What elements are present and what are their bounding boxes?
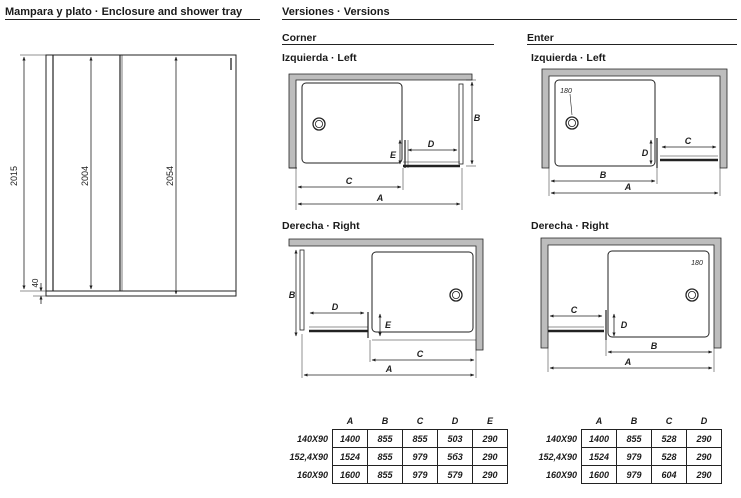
table-cell: 290	[686, 429, 722, 448]
label-d: D	[332, 302, 339, 312]
radius-label: 180	[560, 88, 572, 95]
table-cell: 579	[437, 465, 473, 484]
label-c: C	[417, 349, 424, 359]
label-d: D	[428, 139, 435, 149]
row-label: 140X90	[296, 433, 328, 444]
fixed-height-label: 2004	[80, 166, 90, 186]
label-e: E	[390, 150, 397, 160]
table-cell: 1600	[581, 465, 617, 484]
tray-height-label: 40	[31, 278, 40, 287]
enter-dimensions-table: A B C D 140X90 1400 855 528 290 152,4X90…	[525, 412, 722, 484]
right-section-title: Versiones · Versions	[282, 6, 390, 18]
left-title-rule	[5, 19, 260, 21]
table-cell: 855	[367, 465, 403, 484]
corner-right-label: Derecha · Right	[282, 220, 360, 232]
table-cell: 528	[651, 429, 687, 448]
corner-left-plan	[288, 73, 476, 210]
label-c: C	[685, 136, 692, 146]
table-cell: 1400	[581, 429, 617, 448]
table-cell: 1524	[581, 447, 617, 466]
table-cell: 1524	[332, 447, 368, 466]
corner-title: Corner	[282, 32, 317, 44]
column-header: A	[346, 415, 354, 426]
table-cell: 855	[367, 429, 403, 448]
label-a: A	[385, 364, 393, 374]
table-row: 140X90 1400 855 528 290	[525, 429, 722, 448]
corner-left-label: Izquierda · Left	[282, 52, 357, 64]
table-cell: 1400	[332, 429, 368, 448]
table-cell: 290	[686, 465, 722, 484]
label-c: C	[571, 305, 578, 315]
table-cell: 979	[402, 465, 438, 484]
enter-right-label: Derecha · Right	[531, 220, 609, 232]
column-header: C	[665, 415, 673, 426]
label-c: C	[346, 176, 353, 186]
label-a: A	[624, 357, 632, 367]
label-b: B	[474, 113, 481, 123]
table-cell: 290	[472, 465, 508, 484]
table-cell: 528	[651, 447, 687, 466]
enclosure-elevation	[20, 54, 237, 304]
column-header: D	[451, 415, 459, 426]
table-cell: 290	[472, 447, 508, 466]
table-cell: 979	[616, 465, 652, 484]
table-cell: 979	[616, 447, 652, 466]
table-cell: 503	[437, 429, 473, 448]
column-header: C	[416, 415, 424, 426]
label-b: B	[600, 170, 607, 180]
column-header: D	[700, 415, 708, 426]
label-a: A	[376, 193, 384, 203]
column-header: E	[486, 415, 493, 426]
table-cell: 855	[616, 429, 652, 448]
table-row: 140X90 1400 855 855 503 290	[276, 429, 508, 448]
table-cell: 604	[651, 465, 687, 484]
left-section-title: Mampara y plato · Enclosure and shower t…	[5, 6, 243, 18]
table-row: 152,4X90 1524 855 979 5б3 290	[276, 447, 508, 466]
label-b: B	[289, 290, 296, 300]
door-height-label: 2054	[165, 166, 175, 186]
column-header: B	[381, 415, 389, 426]
label-d: D	[621, 320, 628, 330]
radius-label: 180	[691, 260, 703, 267]
label-a: A	[624, 182, 632, 192]
column-header: A	[595, 415, 603, 426]
enter-title: Enter	[527, 32, 554, 44]
table-cell: 979	[402, 447, 438, 466]
row-label: 160X90	[296, 469, 328, 480]
table-cell: 855	[367, 447, 403, 466]
table-row: 160X90 1600 979 604 290	[525, 465, 722, 484]
label-d: D	[642, 148, 649, 158]
corner-dimensions-table: A B C D E 140X90 1400 855 855 503 290 15…	[276, 412, 508, 484]
table-cell: 855	[402, 429, 438, 448]
corner-right-plan	[288, 238, 484, 378]
table-cell: 5б3	[437, 447, 473, 466]
table-row: 152,4X90 1524 979 528 290	[525, 447, 722, 466]
column-header: B	[630, 415, 638, 426]
total-height-label: 2015	[9, 166, 19, 186]
table-cell: 1600	[332, 465, 368, 484]
table-cell: 290	[472, 429, 508, 448]
enter-left-label: Izquierda · Left	[531, 52, 606, 64]
enter-right-plan	[540, 237, 722, 372]
row-label: 160X90	[545, 469, 577, 480]
corner-title-rule	[282, 44, 494, 46]
label-e: E	[385, 320, 392, 330]
enter-left-plan	[541, 68, 728, 196]
label-b: B	[651, 341, 658, 351]
enter-title-rule	[527, 44, 737, 46]
row-label: 152,4X90	[538, 451, 577, 462]
right-title-rule	[282, 19, 737, 21]
table-row: 160X90 1600 855 979 579 290	[276, 465, 508, 484]
table-cell: 290	[686, 447, 722, 466]
row-label: 140X90	[545, 433, 577, 444]
row-label: 152,4X90	[289, 451, 328, 462]
